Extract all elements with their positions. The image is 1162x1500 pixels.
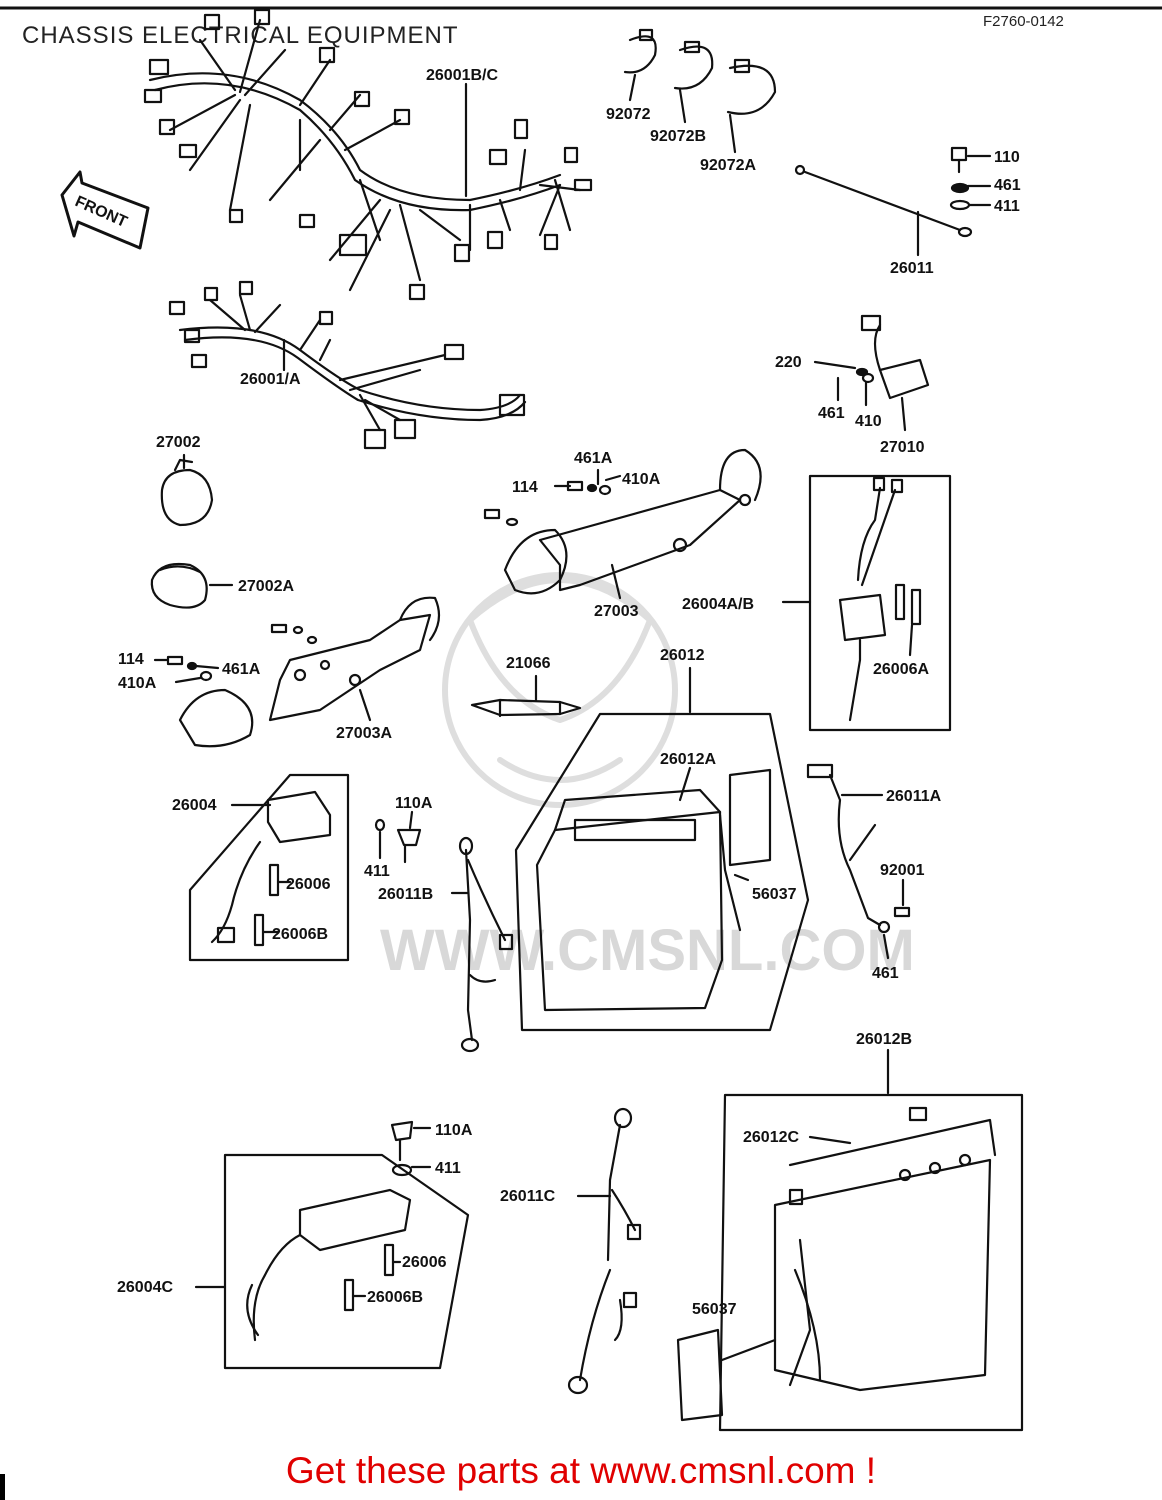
label-27003a: 27003A	[336, 725, 392, 742]
label-56037-mid: 56037	[752, 886, 797, 903]
leader-27003a	[358, 688, 372, 722]
leader-92072b	[678, 88, 687, 124]
leader-220	[813, 360, 857, 370]
leader-26012a	[678, 766, 692, 802]
ground-lead-icon	[794, 146, 973, 238]
label-26001bc: 26001B/C	[426, 67, 498, 84]
leader-410a-top	[604, 474, 622, 482]
label-26011c: 26011C	[500, 1188, 556, 1205]
label-26006-low: 26006	[402, 1254, 447, 1271]
fuse-box-frame	[188, 773, 350, 962]
label-27002: 27002	[156, 434, 201, 451]
label-26012c: 26012C	[743, 1129, 799, 1146]
lead-a-icon	[806, 763, 911, 934]
leader-110a-mid	[408, 810, 414, 830]
leader-27010	[900, 396, 907, 432]
label-26012b: 26012B	[856, 1031, 912, 1048]
fuse-box-ab-frame	[808, 474, 952, 732]
label-26006b: 26006B	[272, 926, 328, 943]
horn-icon	[160, 458, 214, 527]
label-110a-low: 110A	[435, 1122, 473, 1139]
lead-b-icon	[458, 836, 514, 1053]
leader-26012c	[808, 1135, 852, 1145]
label-26001a: 26001/A	[240, 371, 301, 388]
label-26004: 26004	[172, 797, 217, 814]
get-parts-link[interactable]: Get these parts at www.cmsnl.com !	[285, 1450, 877, 1491]
front-arrow-icon	[60, 170, 150, 250]
leader-56037-mid	[733, 873, 750, 882]
label-26006: 26006	[286, 876, 331, 893]
label-26004ab: 26004A/B	[682, 596, 754, 613]
leader-410a-left	[174, 676, 202, 684]
label-410-reg: 410	[855, 413, 882, 430]
label-114-top: 114	[512, 479, 538, 496]
label-27003: 27003	[594, 603, 639, 620]
label-461-bot: 461	[872, 965, 899, 982]
label-461a-top: 461A	[574, 450, 613, 467]
horn-a-icon	[150, 562, 208, 609]
bracket-icon	[483, 448, 762, 595]
top-rule	[0, 6, 1162, 10]
label-92001: 92001	[880, 862, 925, 879]
label-26011b: 26011B	[378, 886, 433, 903]
battery-b-frame	[676, 1093, 1024, 1432]
watermark-logo	[442, 572, 678, 808]
label-461-reg: 461	[818, 405, 845, 422]
sub-harness-icon	[168, 280, 527, 450]
label-27010: 27010	[880, 439, 925, 456]
label-110-top: 110	[994, 149, 1020, 166]
label-92072a: 92072A	[700, 157, 756, 174]
label-26012: 26012	[660, 647, 705, 664]
leader-27003	[610, 563, 622, 600]
leader-461a-left	[194, 664, 220, 670]
label-56037-low: 56037	[692, 1301, 737, 1318]
fuse-box-c-frame	[223, 1153, 470, 1370]
leader-461-bot	[882, 933, 890, 960]
label-411-low: 411	[435, 1160, 461, 1177]
label-461a-left: 461A	[222, 661, 261, 678]
battery-frame	[514, 712, 810, 1032]
bracket-a-icon	[166, 596, 441, 748]
label-26011a: 26011A	[886, 788, 942, 805]
label-26006a: 26006A	[873, 661, 929, 678]
label-411-top: 411	[994, 198, 1020, 215]
label-26011: 26011	[890, 260, 934, 277]
label-26004c: 26004C	[117, 1279, 173, 1296]
label-27002a: 27002A	[238, 578, 294, 595]
watermark-text: WWW.CMSNL.COM	[380, 918, 915, 983]
bands-icon	[623, 28, 777, 115]
figure-code: F2760-0142	[983, 13, 1064, 30]
label-114-left: 114	[118, 651, 144, 668]
corner-mark	[0, 1474, 5, 1500]
label-110a-mid: 110A	[395, 795, 433, 812]
label-410a-top: 410A	[622, 471, 661, 488]
label-410a-left: 410A	[118, 675, 157, 692]
leader-56037-low	[720, 1338, 777, 1362]
bolt-mid-icon	[374, 818, 422, 864]
label-21066: 21066	[506, 655, 551, 672]
leader-26006a	[908, 623, 914, 657]
label-26012a: 26012A	[660, 751, 716, 768]
label-220: 220	[775, 354, 802, 371]
label-26006b-low: 26006B	[367, 1289, 423, 1306]
label-411-mid: 411	[364, 863, 390, 880]
main-harness-icon	[143, 8, 593, 301]
label-461-top: 461	[994, 177, 1021, 194]
bulb-icon	[470, 698, 582, 718]
page-title: CHASSIS ELECTRICAL EQUIPMENT	[22, 22, 459, 49]
label-92072b: 92072B	[650, 128, 706, 145]
label-92072: 92072	[606, 106, 651, 123]
leader-92072a	[728, 113, 737, 154]
leader-92072	[628, 73, 637, 102]
regulator-icon	[855, 314, 930, 400]
bolt-low-icon	[390, 1120, 414, 1177]
lead-c-icon	[567, 1107, 642, 1395]
